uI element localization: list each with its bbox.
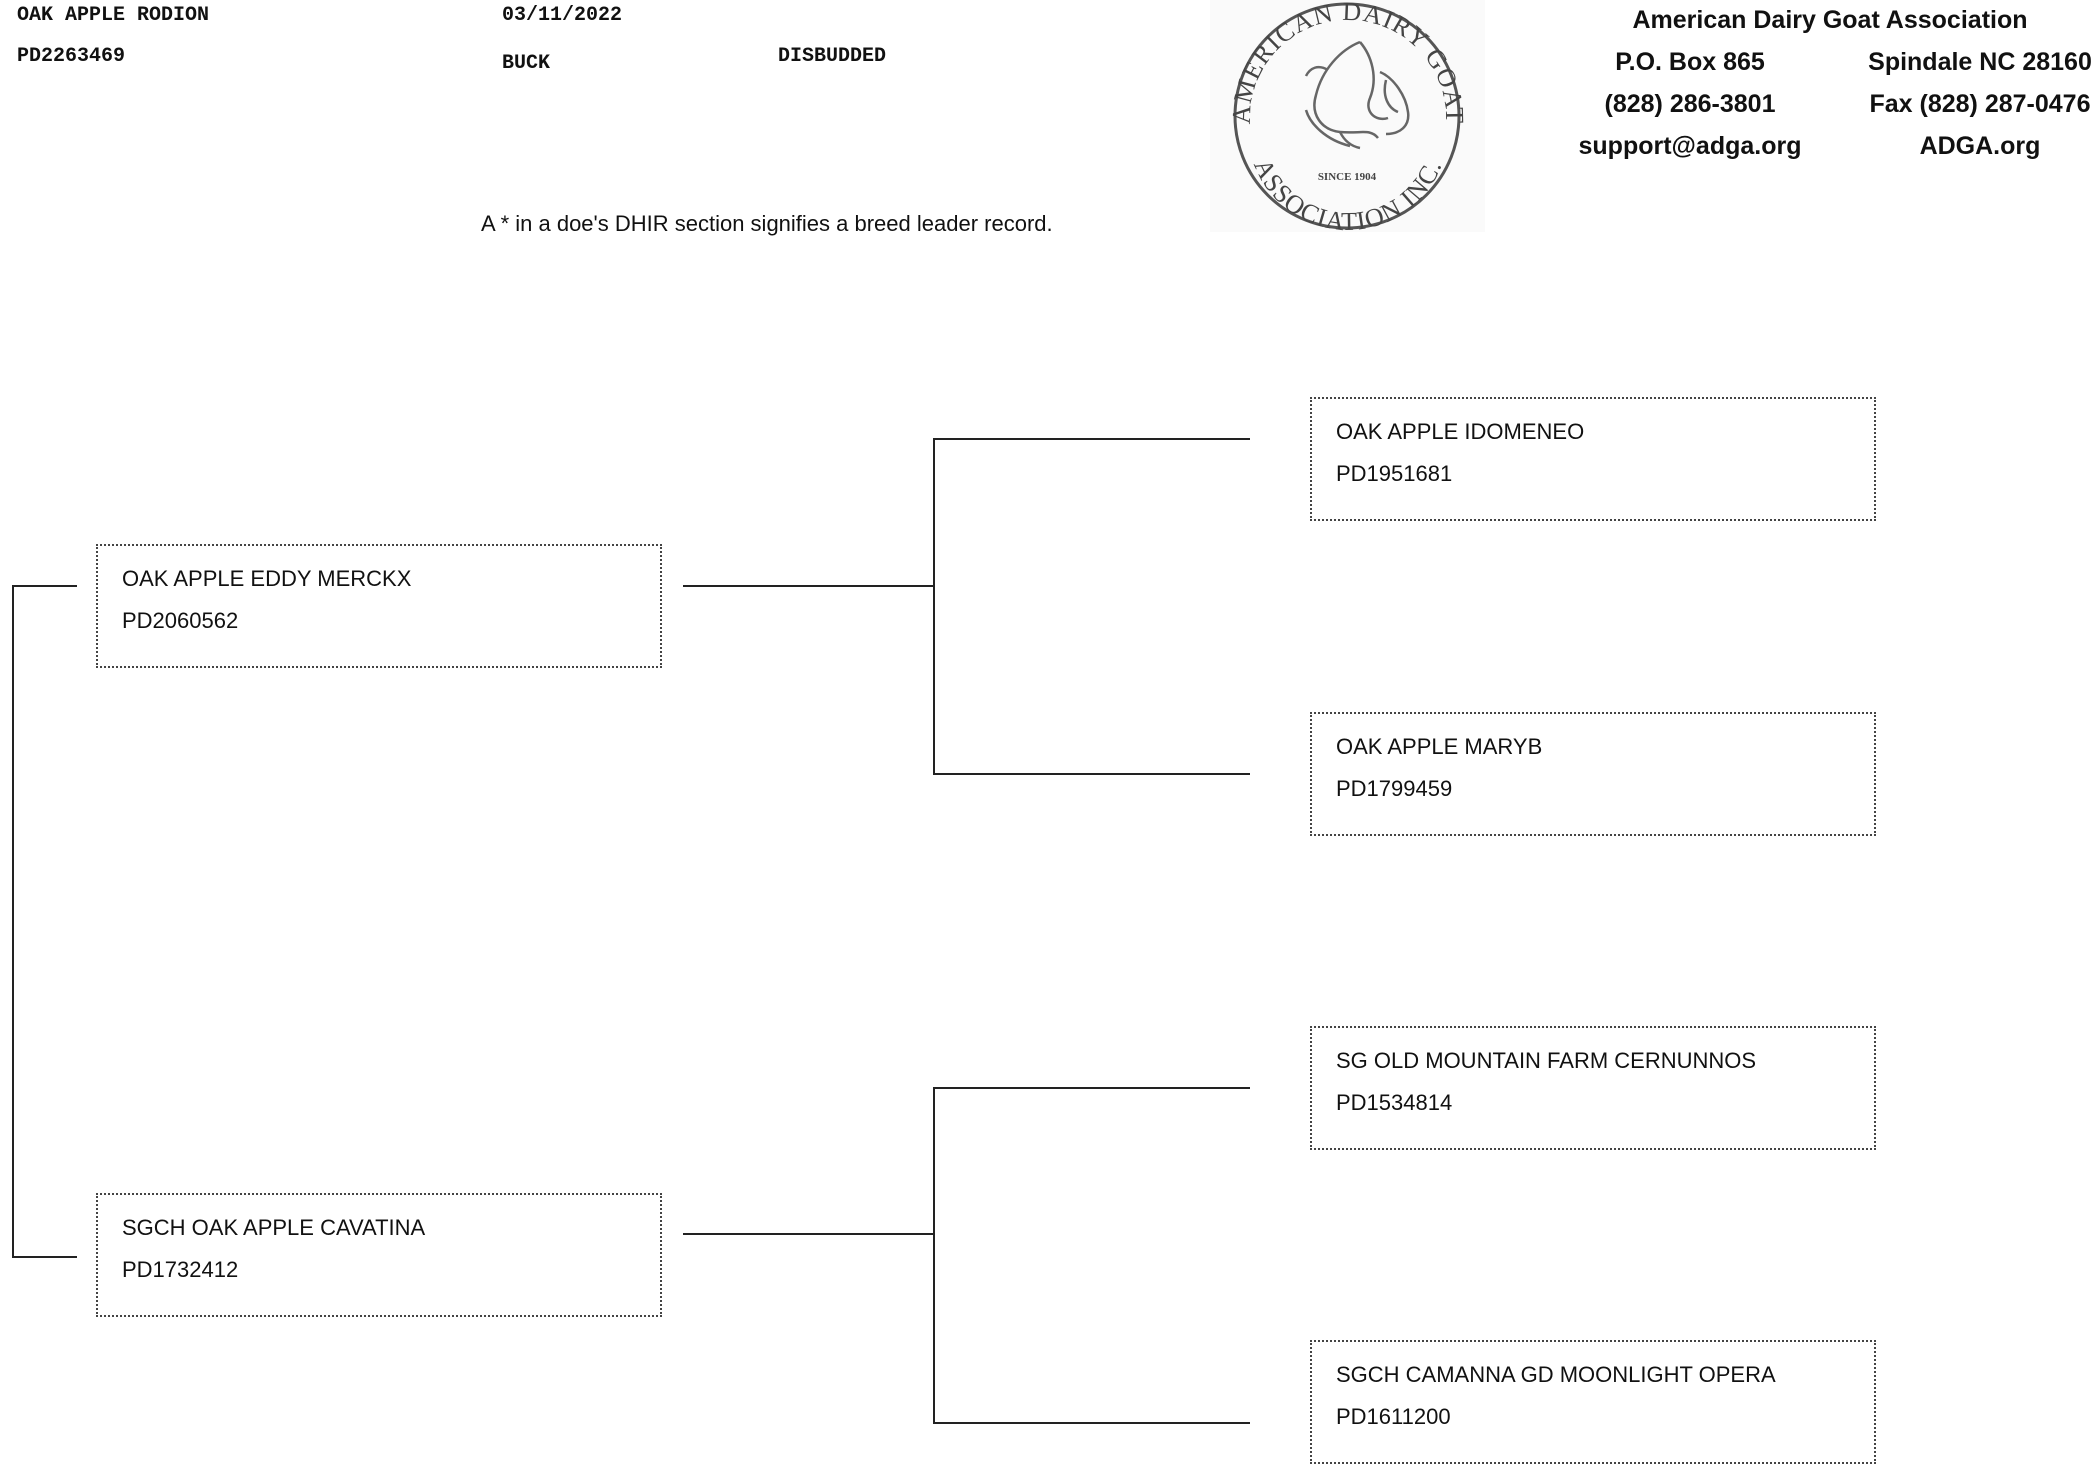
breed-leader-note: A * in a doe's DHIR section signifies a … bbox=[481, 211, 1053, 236]
org-name: American Dairy Goat Association bbox=[1632, 6, 2028, 34]
dam-name: SGCH OAK APPLE CAVATINA bbox=[122, 1215, 426, 1240]
adga-logo: AMERICAN DAIRY GOAT ASSOCIATION INC. SIN… bbox=[1210, 0, 1485, 232]
dam-dam-name: SGCH CAMANNA GD MOONLIGHT OPERA bbox=[1336, 1362, 1776, 1387]
dam-sire-name: SG OLD MOUNTAIN FARM CERNUNNOS bbox=[1336, 1048, 1757, 1073]
pedigree-box-dam-dam: SGCH CAMANNA GD MOONLIGHT OPERA PD161120… bbox=[1310, 1340, 1876, 1464]
horn-status: DISBUDDED bbox=[778, 45, 887, 68]
pedigree-box-dam-sire: SG OLD MOUNTAIN FARM CERNUNNOS PD1534814 bbox=[1310, 1026, 1876, 1150]
animal-sex: BUCK bbox=[502, 52, 551, 75]
pedigree-box-sire-dam: OAK APPLE MARYB PD1799459 bbox=[1310, 712, 1876, 836]
dam-dam-reg: PD1611200 bbox=[1336, 1404, 1451, 1429]
org-address: P.O. Box 865 bbox=[1615, 48, 1765, 76]
org-email: support@adga.org bbox=[1578, 132, 1802, 160]
pedigree-box-sire-sire: OAK APPLE IDOMENEO PD1951681 bbox=[1310, 397, 1876, 521]
animal-name: OAK APPLE RODION bbox=[17, 4, 210, 27]
animal-reg-number: PD2263469 bbox=[17, 45, 126, 68]
sire-dam-name: OAK APPLE MARYB bbox=[1336, 734, 1543, 759]
goat-heads-icon bbox=[1304, 40, 1410, 150]
sire-sire-name: OAK APPLE IDOMENEO bbox=[1336, 419, 1585, 444]
logo-since-text: SINCE 1904 bbox=[1318, 171, 1377, 183]
sire-reg: PD2060562 bbox=[122, 608, 239, 633]
sire-name: OAK APPLE EDDY MERCKX bbox=[122, 566, 412, 591]
sire-sire-reg: PD1951681 bbox=[1336, 461, 1453, 486]
pedigree-box-dam: SGCH OAK APPLE CAVATINA PD1732412 bbox=[96, 1193, 662, 1317]
dam-sire-reg: PD1534814 bbox=[1336, 1090, 1453, 1115]
org-fax: Fax (828) 287-0476 bbox=[1869, 90, 2091, 118]
dam-reg: PD1732412 bbox=[122, 1257, 239, 1282]
org-website: ADGA.org bbox=[1919, 132, 2041, 160]
birth-date: 03/11/2022 bbox=[502, 4, 623, 27]
sire-dam-reg: PD1799459 bbox=[1336, 776, 1453, 801]
org-city: Spindale NC 28160 bbox=[1868, 48, 2092, 76]
pedigree-box-sire: OAK APPLE EDDY MERCKX PD2060562 bbox=[96, 544, 662, 668]
org-phone: (828) 286-3801 bbox=[1604, 90, 1776, 118]
